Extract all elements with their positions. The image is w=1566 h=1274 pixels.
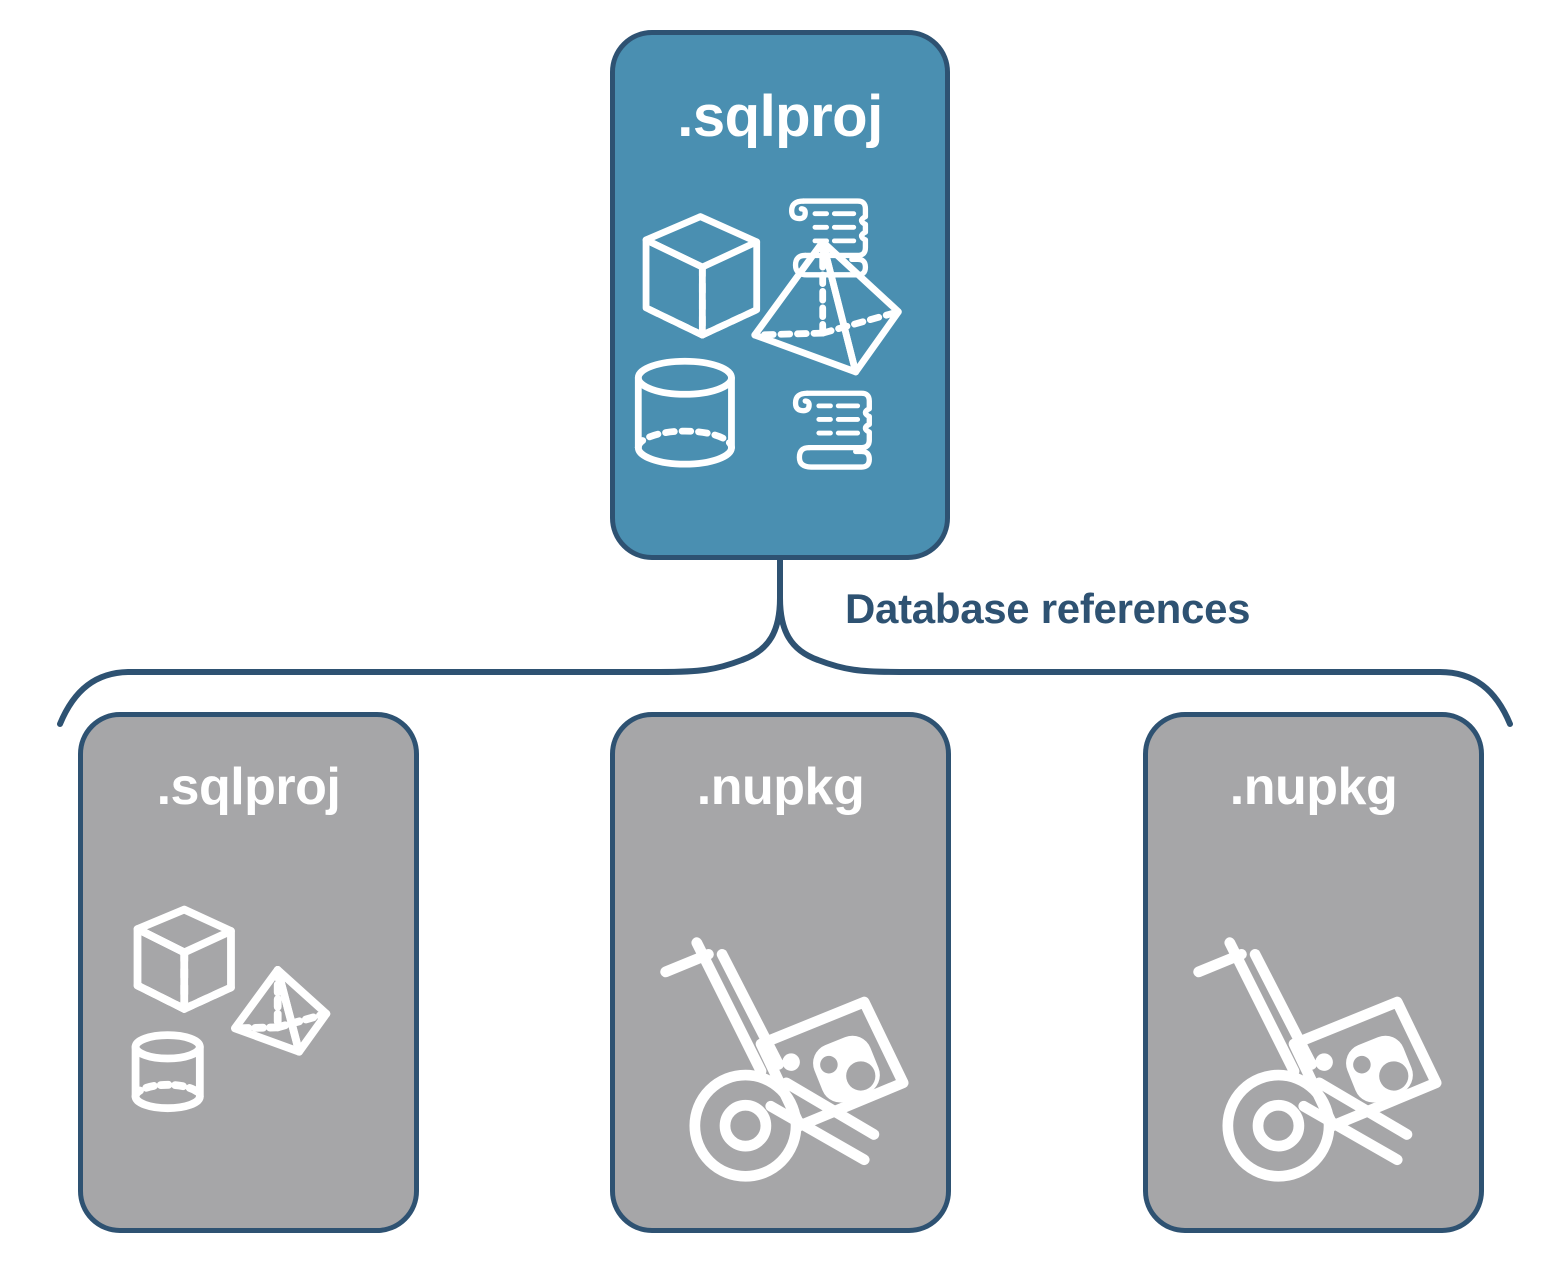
hand-truck-icon (1193, 937, 1413, 1182)
sqlproj-reference-icon-art (131, 905, 331, 1113)
node-reference-nupkg-1-icon-group (615, 817, 946, 1228)
node-reference-nupkg-2-icon-group (1148, 817, 1479, 1228)
scroll-icon (788, 198, 869, 278)
node-root-title: .sqlproj (677, 84, 883, 149)
node-reference-nupkg-1-title: .nupkg (696, 758, 865, 816)
nuget-package-icon (1288, 996, 1442, 1132)
cylinder-icon (634, 357, 735, 468)
nupkg-icon-art-1 (660, 937, 909, 1182)
connector-label: Database references (845, 585, 1251, 632)
cube-icon (133, 905, 235, 1013)
cylinder-icon (131, 1031, 204, 1113)
node-reference-sqlproj[interactable]: .sqlproj (78, 712, 419, 1233)
node-reference-sqlproj-icon-group (83, 817, 414, 1228)
node-reference-nupkg-2[interactable]: .nupkg (1143, 712, 1484, 1233)
scroll-icon (792, 390, 872, 470)
hand-truck-icon (660, 937, 880, 1182)
cube-icon (642, 213, 761, 339)
nuget-package-icon (755, 996, 909, 1132)
node-root-icon-group (615, 150, 945, 555)
node-reference-nupkg-2-title: .nupkg (1229, 758, 1398, 816)
nupkg-icon-art-2 (1193, 937, 1442, 1182)
pyramid-icon (751, 238, 902, 376)
node-reference-nupkg-1[interactable]: .nupkg (610, 712, 951, 1233)
node-reference-sqlproj-title: .sqlproj (156, 758, 341, 816)
node-root-sqlproj[interactable]: .sqlproj (610, 30, 950, 560)
pyramid-icon (230, 966, 331, 1056)
root-icon-art (634, 198, 902, 470)
